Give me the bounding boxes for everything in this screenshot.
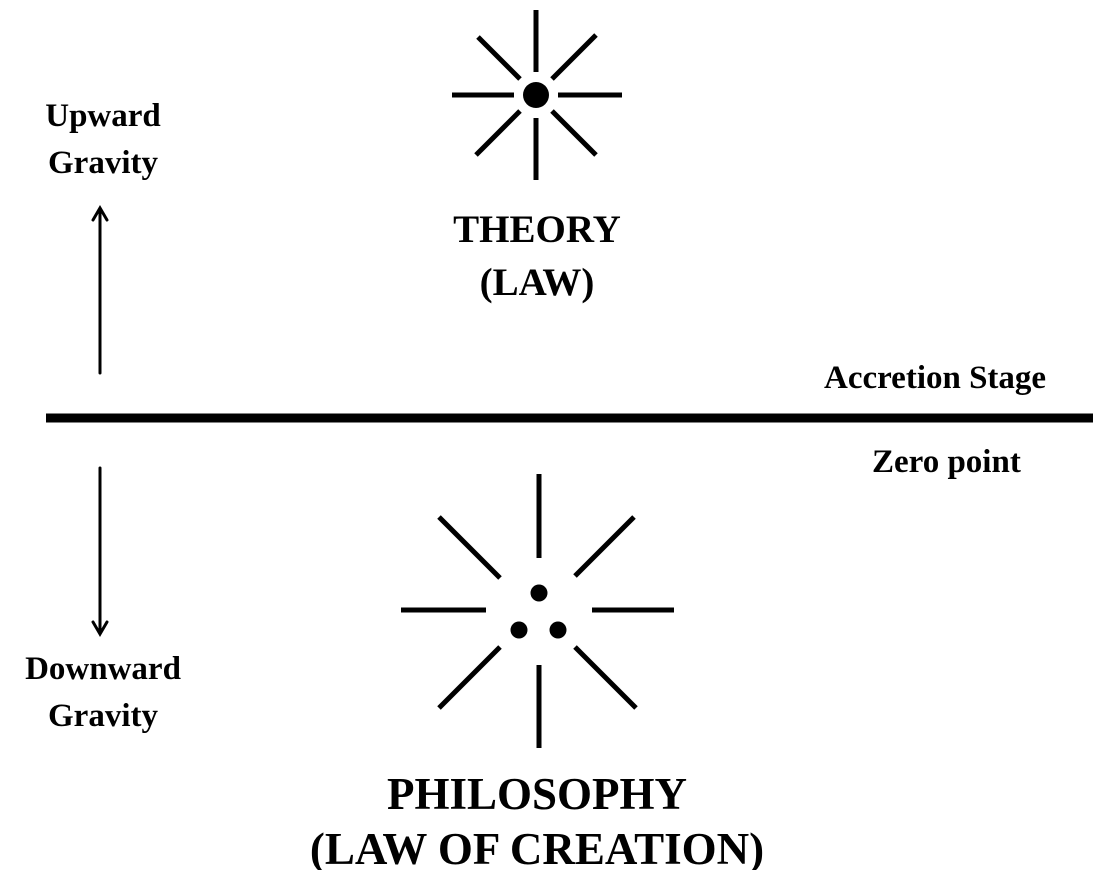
philosophy-dot-right	[549, 621, 567, 639]
downward-gravity-line2: Gravity	[48, 698, 158, 734]
philosophy-title: PHILOSOPHY	[386, 769, 688, 819]
theory-sunburst-icon	[452, 10, 622, 180]
theory-title: THEORY	[453, 208, 621, 251]
philosophy-label: PHILOSOPHY (LAW OF CREATION)	[310, 772, 764, 870]
philosophy-sunburst-icon	[401, 474, 674, 748]
accretion-stage-label: Accretion Stage	[824, 360, 1047, 396]
upward-gravity-line2: Gravity	[48, 145, 158, 181]
theory-center-dot	[523, 82, 549, 108]
upward-gravity-line1: Upward	[45, 98, 161, 134]
upward-gravity-label: Upward Gravity	[45, 100, 161, 180]
philosophy-dot-left	[510, 621, 528, 639]
theory-subtitle: (LAW)	[479, 261, 595, 304]
theory-label: THEORY (LAW)	[453, 210, 621, 302]
philosophy-dot-top	[530, 584, 548, 602]
zero-point-label: Zero point	[872, 444, 1021, 480]
downward-gravity-line1: Downward	[25, 651, 181, 687]
philosophy-subtitle: (LAW OF CREATION)	[309, 824, 765, 870]
downward-arrow-icon	[91, 466, 109, 637]
upward-arrow-icon	[91, 205, 109, 375]
downward-gravity-label: Downward Gravity	[25, 653, 181, 733]
